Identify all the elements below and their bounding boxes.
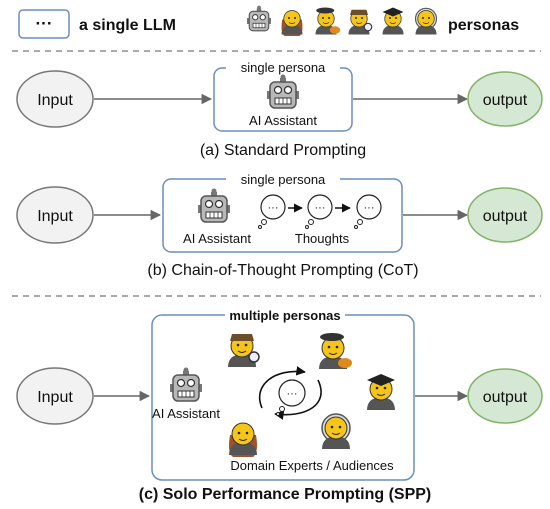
svg-text:···: ··· <box>287 388 298 400</box>
thoughts-label: Thoughts <box>295 231 350 246</box>
singer-icon <box>281 10 303 36</box>
thought-bubble-icon: ··· <box>276 379 306 416</box>
input-node-c <box>16 367 94 425</box>
caption-c: (c) Solo Performance Prompting (SPP) <box>139 486 431 503</box>
cycle-arrows-icon <box>258 366 322 420</box>
detective-icon <box>227 334 260 368</box>
svg-text:···: ··· <box>268 202 279 214</box>
output-label-a: output <box>483 92 528 109</box>
legend-llm-label: a single LLM <box>79 17 176 34</box>
artist-icon <box>318 333 352 370</box>
ai-assistant-label-b: AI Assistant <box>183 231 251 246</box>
thought-bubble-icon: ··· <box>258 194 286 229</box>
output-node-b <box>467 187 543 243</box>
experts-label: Domain Experts / Audiences <box>230 458 394 473</box>
svg-text:···: ··· <box>364 202 375 214</box>
input-label-b: Input <box>37 208 73 225</box>
legend-ellipsis: ··· <box>36 14 53 33</box>
astronaut-icon <box>414 7 438 35</box>
legend-llm-box <box>18 9 70 39</box>
singer-icon <box>228 422 258 457</box>
box-title-a: single persona <box>241 60 326 75</box>
thought-bubble-icon: ··· <box>305 194 333 229</box>
output-node-c <box>467 368 543 424</box>
box-title-b: single persona <box>241 172 326 187</box>
caption-a: (a) Standard Prompting <box>200 142 366 159</box>
legend-personas-label: personas <box>448 17 519 34</box>
caption-b: (b) Chain-of-Thought Prompting (CoT) <box>147 262 418 279</box>
detective-icon <box>348 9 373 35</box>
svg-text:···: ··· <box>315 202 326 214</box>
thought-bubble-icon: ··· <box>354 194 382 229</box>
output-label-b: output <box>483 208 528 225</box>
input-label-a: Input <box>37 92 73 109</box>
output-node-a <box>467 71 543 127</box>
graduate-icon <box>382 7 404 35</box>
artist-icon <box>315 7 341 35</box>
ai-assistant-label-c: AI Assistant <box>152 406 220 421</box>
input-node-a <box>16 70 94 128</box>
astronaut-icon <box>321 413 351 450</box>
robot-icon <box>246 5 272 32</box>
input-label-c: Input <box>37 389 73 406</box>
input-node-b <box>16 186 94 244</box>
ai-assistant-label-a: AI Assistant <box>249 113 317 128</box>
box-title-c: multiple personas <box>229 308 340 323</box>
legend-persona-icons <box>246 5 438 36</box>
graduate-icon <box>366 374 396 411</box>
output-label-c: output <box>483 389 528 406</box>
